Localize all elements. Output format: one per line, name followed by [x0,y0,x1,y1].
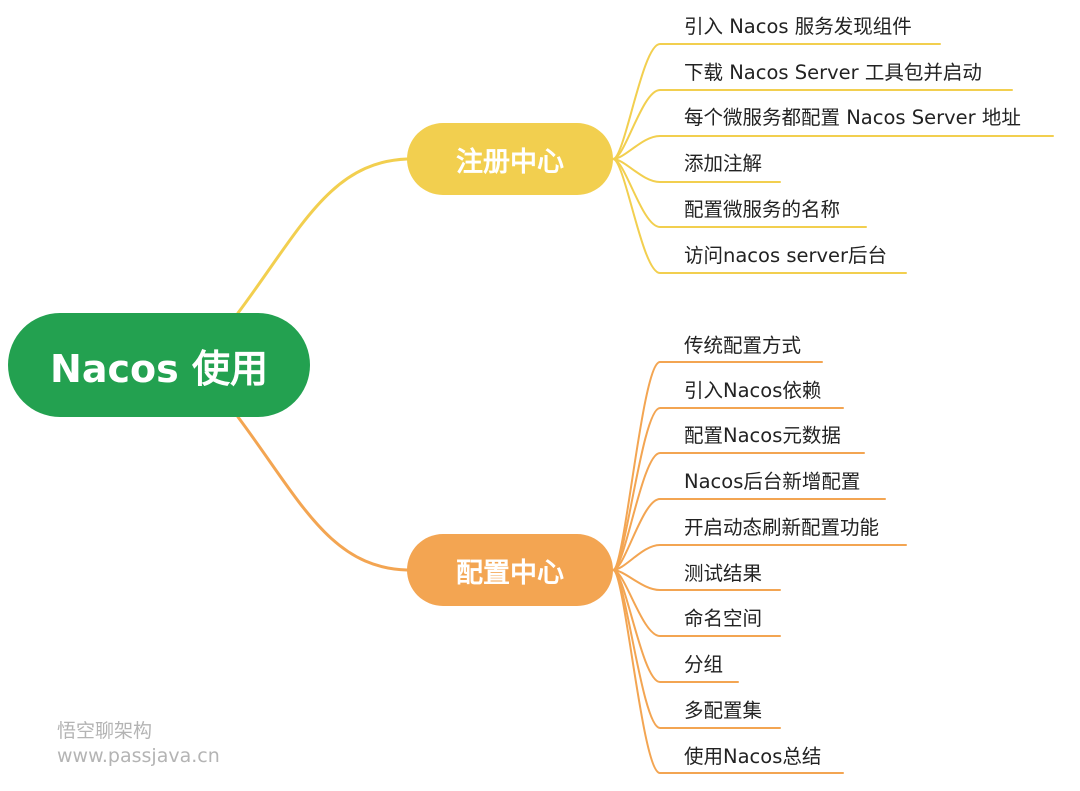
branch-node-registry-label: 注册中心 [456,146,564,178]
root-node[interactable]: Nacos 使用 [8,313,310,417]
connector-root-to-registry [236,157,409,315]
leaf-config-1[interactable]: 传统配置方式 [684,334,802,357]
connector-config-leaf-3 [612,452,865,571]
branch-node-registry[interactable]: 注册中心 [407,123,613,195]
connector-registry-leaf-3 [612,135,1054,160]
leaf-registry-4[interactable]: 添加注解 [684,152,763,175]
leaf-registry-5[interactable]: 配置微服务的名称 [684,198,841,221]
leaf-registry-2[interactable]: 下载 Nacos Server 工具包并启动 [684,61,982,84]
leaf-config-4[interactable]: Nacos后台新增配置 [684,470,861,493]
leaf-registry-3[interactable]: 每个微服务都配置 Nacos Server 地址 [684,106,1021,129]
leaf-config-7[interactable]: 命名空间 [684,607,763,630]
leaf-config-9[interactable]: 多配置集 [684,699,763,722]
connector-root-to-config [236,415,409,572]
leaf-config-3[interactable]: 配置Nacos元数据 [684,424,841,447]
branch-node-config[interactable]: 配置中心 [407,534,613,606]
watermark-brand: 悟空聊架构 [57,720,153,742]
root-node-label: Nacos 使用 [50,346,268,391]
connector-config-leaf-6 [612,569,781,591]
watermark-url: www.passjava.cn [57,745,220,767]
connector-registry-leaf-1 [612,43,941,160]
leaf-config-5[interactable]: 开启动态刷新配置功能 [684,516,880,539]
leaf-registry-6[interactable]: 访问nacos server后台 [684,244,888,267]
leaf-config-8[interactable]: 分组 [684,653,724,676]
connector-registry-leaf-6 [612,158,907,274]
leaf-registry-1[interactable]: 引入 Nacos 服务发现组件 [684,15,912,38]
connector-config-leaf-2 [612,407,844,571]
connector-config-leaf-10 [612,569,844,774]
connector-config-leaf-5 [612,544,907,571]
leaf-config-6[interactable]: 测试结果 [684,562,763,585]
leaf-config-2[interactable]: 引入Nacos依赖 [684,379,822,402]
connector-config-leaf-4 [612,498,886,571]
branch-node-config-label: 配置中心 [456,557,564,589]
leaf-config-10[interactable]: 使用Nacos总结 [684,745,822,768]
connector-registry-leaf-2 [612,89,1013,160]
